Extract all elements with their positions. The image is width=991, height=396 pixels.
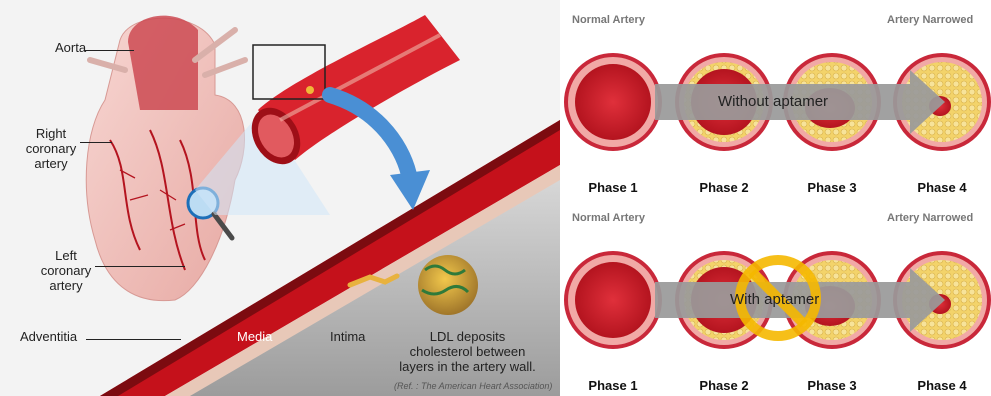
artery-cutaway [242, 15, 460, 173]
label-left-coronary-artery: Left coronary artery [36, 248, 96, 293]
label-adventitia: Adventitia [20, 329, 77, 344]
row-2-phase-1: Phase 1 [568, 378, 658, 393]
leader-right-coronary [80, 142, 112, 143]
label-aorta: Aorta [55, 40, 86, 55]
label-media: Media [237, 329, 272, 344]
artery-anatomy-illustration: Aorta Right coronary artery Left coronar… [0, 0, 560, 396]
label-intima: Intima [330, 329, 365, 344]
row-2-normal-artery-caption: Normal Artery [572, 212, 645, 224]
plaque-progression-panel: Normal Artery Artery Narrowed Without ap… [560, 0, 991, 396]
heart-illustration [86, 16, 245, 301]
row-1-artery-narrowed-caption: Artery Narrowed [887, 14, 973, 26]
progression-artwork [560, 0, 991, 396]
leader-adventitia [86, 339, 181, 340]
row-2-arrow-label: With aptamer [730, 291, 819, 308]
row-1-normal-artery-caption: Normal Artery [572, 14, 645, 26]
leader-left-coronary [95, 266, 185, 267]
ldl-caption: LDL deposits cholesterol between layers … [385, 329, 550, 374]
row-1-phase-1: Phase 1 [568, 180, 658, 195]
leader-aorta [84, 50, 134, 51]
label-right-coronary-artery: Right coronary artery [16, 126, 86, 171]
row-2-artery-narrowed-caption: Artery Narrowed [887, 212, 973, 224]
row-1-phase-4: Phase 4 [897, 180, 987, 195]
row-2-phase-3: Phase 3 [787, 378, 877, 393]
row-1-phase-3: Phase 3 [787, 180, 877, 195]
reference-note: (Ref. : The American Heart Association) [394, 381, 552, 391]
row-1-arrow-label: Without aptamer [718, 93, 828, 110]
row-2-phase-4: Phase 4 [897, 378, 987, 393]
row-1-phase-2: Phase 2 [679, 180, 769, 195]
row-2-phase-2: Phase 2 [679, 378, 769, 393]
